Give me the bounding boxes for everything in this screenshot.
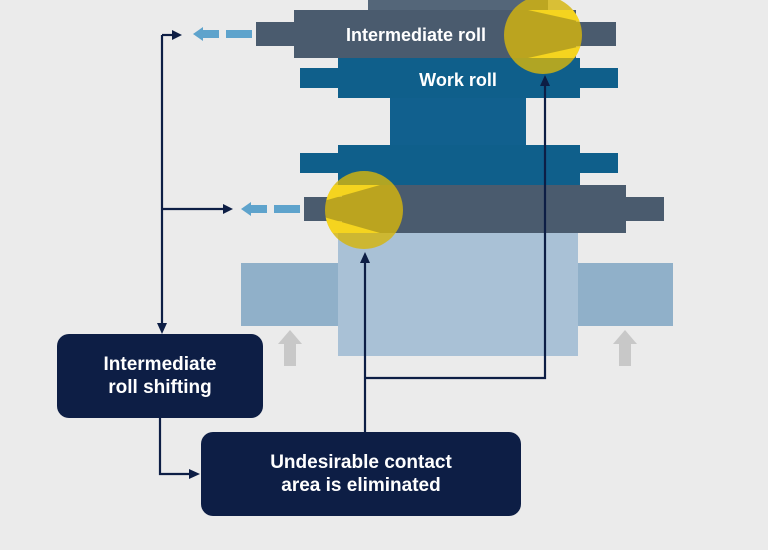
connector-arrowheads — [157, 30, 550, 479]
support-arrow-right — [613, 330, 637, 366]
intermediate-roll-shifting-box: Intermediate roll shifting — [57, 334, 263, 418]
top-shift-arrow — [193, 27, 252, 41]
work-roll-label: Work roll — [419, 70, 497, 90]
bottom-shift-arrow — [241, 202, 300, 216]
bottom-contact-highlight — [325, 171, 403, 249]
contact-area-eliminated-box: Undesirable contact area is eliminated — [201, 432, 521, 516]
connector-lines — [158, 33, 547, 476]
top-contact-highlight — [504, 0, 582, 74]
intermediate-roll-label: Intermediate roll — [346, 25, 486, 45]
bottom-backup-roll — [241, 232, 673, 356]
strip — [390, 98, 526, 146]
support-arrow-left — [278, 330, 302, 366]
